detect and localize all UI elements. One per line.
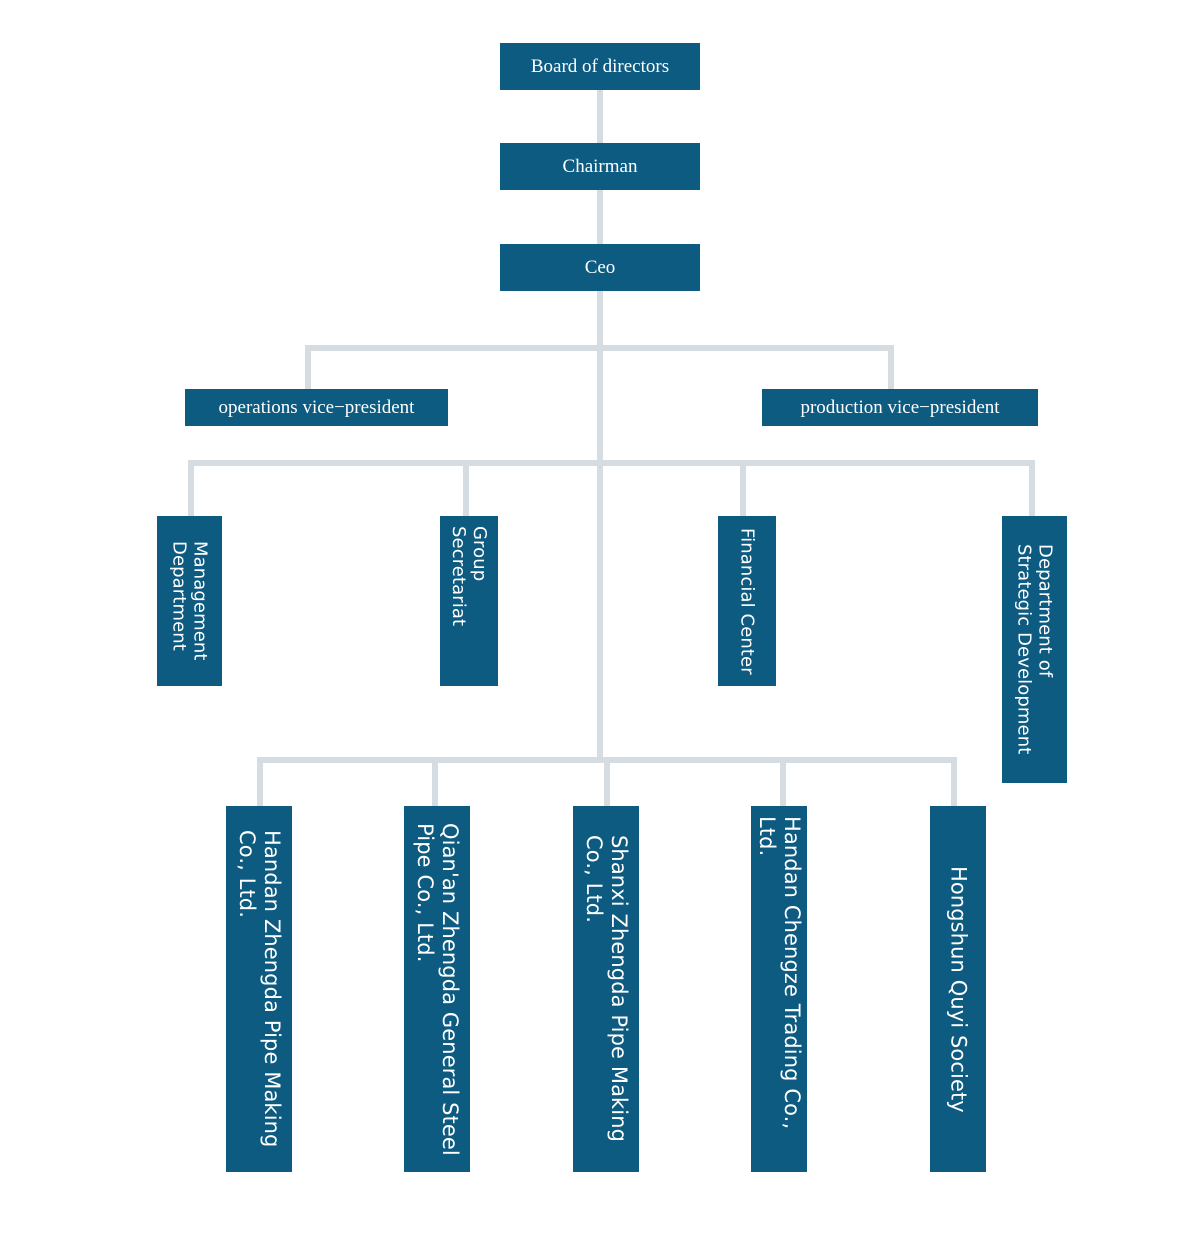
- node-label: Board of directors: [530, 55, 670, 77]
- node-label: Hongshun Quyi Society: [946, 865, 971, 1113]
- connector-department-drop-4: [1029, 460, 1035, 518]
- node-financial-center[interactable]: Financial Center: [718, 516, 776, 686]
- connector-chairman-to-ceo: [597, 190, 603, 245]
- node-label: Financial Center: [736, 527, 758, 675]
- node-label: Department of Strategic Development: [1013, 544, 1056, 755]
- connector-subsidiary-drop-5: [951, 757, 957, 809]
- node-label: Handan Zhengda Pipe Making Co., Ltd.: [235, 830, 284, 1148]
- node-label: Group Secretariat: [448, 526, 491, 627]
- connector-department-drop-2: [463, 460, 469, 518]
- node-hongshun-quyi-society[interactable]: Hongshun Quyi Society: [930, 806, 986, 1172]
- node-group-secretariat[interactable]: Group Secretariat: [440, 516, 498, 686]
- connector-subsidiary-drop-4: [780, 757, 786, 809]
- connector-department-drop-3: [740, 460, 746, 518]
- node-label: production vice−president: [800, 396, 1000, 418]
- node-label: Ceo: [584, 256, 616, 278]
- connector-department-bus: [188, 460, 1035, 466]
- node-production-vice-president[interactable]: production vice−president: [762, 389, 1038, 426]
- node-label: operations vice−president: [218, 396, 415, 418]
- node-qianan-zhengda-general-steel-pipe[interactable]: Qian'an Zhengda General Steel Pipe Co., …: [404, 806, 470, 1172]
- node-department-of-strategic-development[interactable]: Department of Strategic Development: [1002, 516, 1067, 783]
- connector-vp-operations-drop: [305, 345, 311, 389]
- node-label: Chairman: [562, 155, 638, 177]
- node-operations-vice-president[interactable]: operations vice−president: [185, 389, 448, 426]
- connector-subsidiary-drop-1: [257, 757, 263, 809]
- node-chairman[interactable]: Chairman: [500, 143, 700, 190]
- node-handan-zhengda-pipe-making[interactable]: Handan Zhengda Pipe Making Co., Ltd.: [226, 806, 292, 1172]
- node-board-of-directors[interactable]: Board of directors: [500, 43, 700, 90]
- connector-subsidiary-drop-2: [432, 757, 438, 809]
- connector-ceo-trunk: [597, 291, 603, 763]
- node-handan-chengze-trading[interactable]: Handan Chengze Trading Co., Ltd.: [751, 806, 807, 1172]
- node-label: Qian'an Zhengda General Steel Pipe Co., …: [413, 822, 462, 1156]
- node-ceo[interactable]: Ceo: [500, 244, 700, 291]
- node-label: Handan Chengze Trading Co., Ltd.: [755, 816, 804, 1130]
- connector-board-to-chairman: [597, 90, 603, 145]
- node-management-department[interactable]: Management Department: [157, 516, 222, 686]
- connector-subsidiary-drop-3: [604, 757, 610, 809]
- connector-department-drop-1: [188, 460, 194, 518]
- node-label: Shanxi Zhengda Pipe Making Co., Ltd.: [582, 835, 631, 1143]
- connector-vp-bus: [305, 345, 894, 351]
- node-shanxi-zhengda-pipe-making[interactable]: Shanxi Zhengda Pipe Making Co., Ltd.: [573, 806, 639, 1172]
- connector-vp-production-drop: [888, 345, 894, 389]
- node-label: Management Department: [168, 541, 211, 661]
